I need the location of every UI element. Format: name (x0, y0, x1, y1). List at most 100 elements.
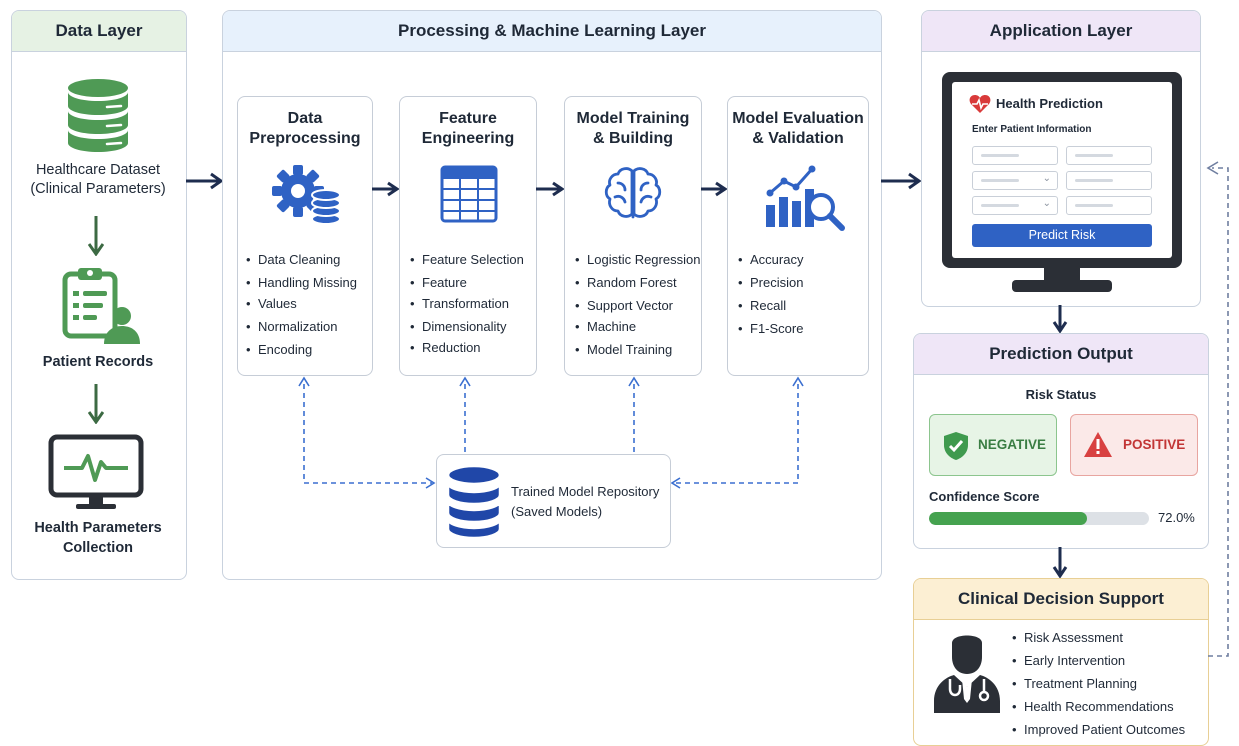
list-item: Data Cleaning (246, 249, 370, 270)
model-training-list: Logistic Regression Random Forest Suppor… (575, 249, 701, 362)
arrow-down-icon (1052, 305, 1068, 333)
list-item: Precision (738, 272, 862, 293)
clinical-support-list: Risk Assessment Early Intervention Treat… (1012, 627, 1202, 742)
health-params-line1: Health Parameters (34, 520, 162, 536)
application-layer-title: Application Layer (922, 11, 1200, 52)
evaluation-list: Accuracy Precision Recall F1-Score (738, 249, 862, 341)
repository-connectors (298, 376, 804, 489)
list-item: F1-Score (738, 318, 862, 339)
dataset-label-line1: Healthcare Dataset (35, 162, 161, 178)
list-item: Encoding (246, 339, 370, 360)
list-item: Risk Assessment (1012, 627, 1202, 648)
brain-icon (604, 167, 662, 219)
card-title-line2: & Building (593, 130, 673, 147)
model-evaluation-card: Model Evaluation & Validation Accuracy P… (727, 96, 869, 376)
confidence-bar-track (929, 512, 1149, 525)
list-item: Early Intervention (1012, 650, 1202, 671)
chart-magnifier-icon (766, 165, 845, 231)
gear-database-icon (272, 165, 341, 225)
patient-input-field[interactable] (1066, 146, 1152, 165)
chevron-down-icon: ⌄ (1042, 198, 1051, 209)
card-title-line2: & Validation (752, 130, 844, 147)
health-params-line2: Collection (62, 540, 134, 556)
database-icon (446, 464, 502, 539)
arrow-down-icon (88, 216, 104, 256)
monitor-heartbeat-icon (48, 434, 144, 509)
heart-pulse-icon (969, 95, 991, 113)
prediction-output-title: Prediction Output (914, 334, 1208, 375)
card-title-line1: Model Training (576, 110, 690, 127)
patient-input-field[interactable] (1066, 196, 1152, 215)
list-item: Machine (575, 316, 701, 337)
chevron-down-icon: ⌄ (1042, 173, 1051, 184)
processing-layer-title: Processing & Machine Learning Layer (223, 11, 881, 52)
arrow-down-icon (88, 384, 104, 424)
arrow-right-icon (536, 181, 564, 197)
confidence-bar-fill (929, 512, 1088, 525)
preprocessing-list: Data Cleaning Handling Missing Values No… (246, 249, 370, 362)
clipboard-patient-icon (62, 268, 140, 344)
list-item: Health Recommendations (1012, 696, 1202, 717)
shield-check-icon (944, 432, 968, 460)
list-item: Logistic Regression (575, 249, 701, 270)
app-title: Health Prediction (996, 96, 1103, 111)
list-item: Model Training (575, 339, 701, 360)
list-item: Feature (410, 272, 534, 293)
card-title-line1: Feature (439, 110, 497, 127)
patient-input-field[interactable] (972, 146, 1058, 165)
patient-select-field[interactable]: ⌄ (972, 171, 1058, 190)
list-item: Recall (738, 295, 862, 316)
data-layer-title: Data Layer (12, 11, 186, 52)
list-item: Handling Missing (246, 272, 370, 293)
patient-select-field[interactable]: ⌄ (972, 196, 1058, 215)
list-item: Dimensionality (410, 316, 534, 337)
model-training-card: Model Training & Building Logistic Regre… (564, 96, 702, 376)
negative-badge: NEGATIVE (929, 414, 1057, 476)
card-title-line2: Engineering (421, 130, 515, 147)
table-grid-icon (440, 165, 498, 223)
clinical-support-panel: Clinical Decision Support Risk Assessmen… (913, 578, 1209, 746)
app-screen: Health Prediction Enter Patient Informat… (952, 82, 1172, 258)
feature-engineering-card: Feature Engineering Feature Selection Fe… (399, 96, 537, 376)
warning-triangle-icon (1084, 432, 1112, 457)
arrow-right-icon (186, 172, 224, 190)
arrow-right-icon (701, 181, 727, 197)
negative-label: NEGATIVE (978, 437, 1047, 452)
list-item: Values (246, 293, 370, 314)
feedback-loop-connector (1206, 161, 1229, 657)
list-item: Normalization (246, 316, 370, 337)
dataset-label-line2: (Clinical Parameters) (30, 181, 166, 197)
list-item: Accuracy (738, 249, 862, 270)
confidence-value: 72.0% (1158, 510, 1195, 525)
confidence-label: Confidence Score (929, 489, 1040, 504)
arrow-right-icon (372, 181, 399, 197)
positive-badge: POSITIVE (1070, 414, 1198, 476)
patient-input-field[interactable] (1066, 171, 1152, 190)
card-title-line1: Model Evaluation (732, 110, 864, 127)
risk-status-label: Risk Status (1025, 387, 1097, 402)
list-item: Feature Selection (410, 249, 534, 270)
feature-list: Feature Selection Feature Transformation… (410, 249, 534, 360)
list-item: Improved Patient Outcomes (1012, 719, 1202, 740)
patient-records-label: Patient Records (42, 354, 154, 370)
card-title-line2: Preprocessing (249, 130, 361, 147)
arrow-down-icon (1052, 547, 1068, 578)
data-preprocessing-card: Data Preprocessing Data Cleaning Handlin… (237, 96, 373, 376)
clinical-support-title: Clinical Decision Support (914, 579, 1208, 620)
predict-risk-button[interactable]: Predict Risk (972, 224, 1152, 247)
list-item: Transformation (410, 293, 534, 314)
list-item: Reduction (410, 337, 534, 358)
form-label: Enter Patient Information (972, 124, 1092, 135)
prediction-output-panel: Prediction Output Risk Status NEGATIVE P… (913, 333, 1209, 549)
positive-label: POSITIVE (1123, 437, 1186, 452)
list-item: Treatment Planning (1012, 673, 1202, 694)
database-icon (68, 79, 128, 152)
card-title-line1: Data (287, 110, 323, 127)
trained-model-repository: Trained Model Repository (Saved Models) (436, 454, 671, 548)
arrow-right-icon (881, 172, 922, 190)
repository-label-line2: (Saved Models) (511, 504, 603, 519)
monitor-stand (1044, 268, 1080, 282)
list-item: Support Vector (575, 295, 701, 316)
monitor-base (1012, 280, 1112, 292)
repository-label-line1: Trained Model Repository (511, 484, 660, 499)
